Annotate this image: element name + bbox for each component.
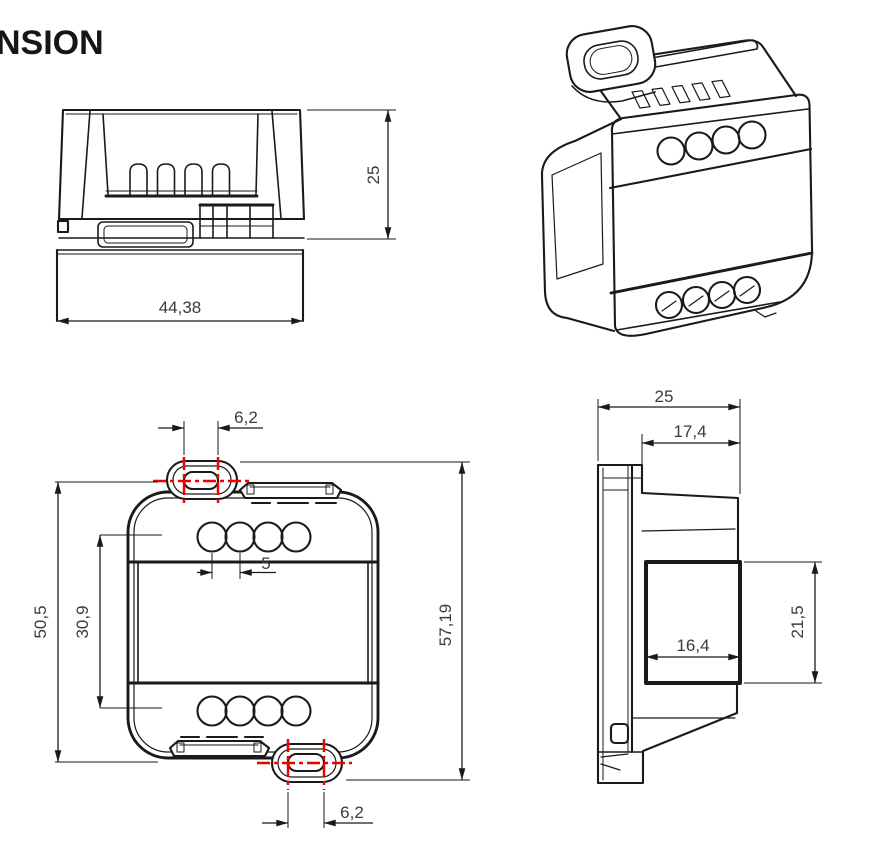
mounting-clip [565, 25, 657, 103]
recess-height-dimension: 21,5 [744, 561, 822, 684]
terminal-pitch-dimension: 5 [197, 553, 276, 579]
terminal-row-spacing-dim-label: 30,9 [73, 605, 92, 638]
terminal-holes-bottom-row [196, 695, 312, 727]
width-dim-label: 44,38 [159, 298, 202, 317]
recess-height-dim-label: 21,5 [788, 605, 807, 638]
recess-depth-dimension: 16,4 [645, 636, 741, 661]
height-dimension: 25 [307, 109, 396, 240]
overall-height-dim-label: 57,19 [436, 604, 455, 647]
recess-depth-dim-label: 16,4 [676, 636, 709, 655]
mount-center-height-dimension: 50,5 [31, 481, 158, 763]
body-depth-dimension: 17,4 [641, 422, 741, 489]
tab-slot-top-dim-label: 6,2 [234, 408, 258, 427]
tab-slot-top-dimension: 6,2 [158, 408, 263, 455]
front-view: 6,2 5 50,5 30,9 57,19 [31, 408, 470, 828]
terminal-holes-bottom [654, 275, 762, 320]
overall-height-dimension: 57,19 [240, 461, 470, 781]
body-depth-dim-label: 17,4 [673, 422, 706, 441]
overall-depth-dim-label: 25 [655, 387, 674, 406]
centerline-bottom-tab [257, 739, 352, 790]
side-view: 25 17,4 16,4 21,5 [596, 387, 822, 785]
isometric-view [540, 25, 814, 337]
bottom-left-clip [168, 735, 271, 758]
overall-depth-dimension: 25 [597, 387, 741, 494]
terminal-row-spacing-dimension: 30,9 [73, 534, 162, 709]
terminal-holes-top [656, 120, 767, 166]
top-left-mounting-tab [165, 459, 239, 501]
rail-hook [609, 722, 630, 745]
front-top-view: 44,38 25 [55, 108, 396, 325]
tab-slot-bottom-dimension: 6,2 [262, 792, 373, 828]
tab-slot-bottom-dim-label: 6,2 [340, 803, 364, 822]
width-dimension: 44,38 [56, 298, 304, 325]
page-title: NSION [0, 24, 104, 62]
top-right-clip [238, 481, 343, 505]
centerline-top-tab [153, 457, 251, 506]
terminal-pitch-dim-label: 5 [261, 554, 270, 573]
height-dim-label: 25 [364, 166, 383, 185]
recess-outline [644, 560, 742, 685]
terminal-levers [129, 163, 231, 197]
top-slots [631, 79, 731, 109]
side-recess [551, 152, 604, 280]
mount-center-height-dim-label: 50,5 [31, 605, 50, 638]
terminal-holes-top-row [196, 521, 312, 553]
